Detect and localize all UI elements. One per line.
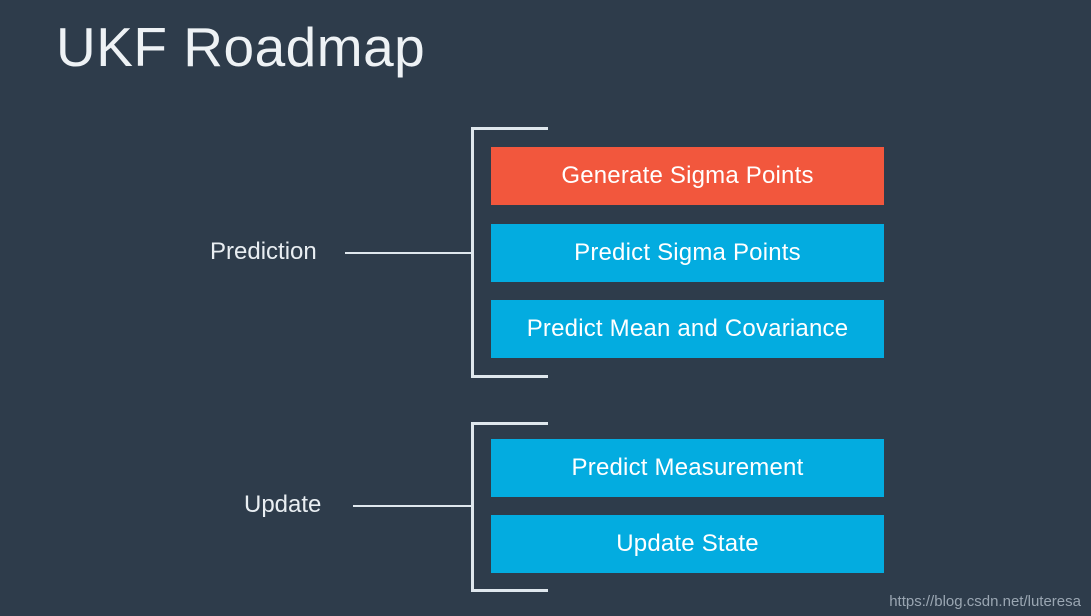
connector-line-prediction bbox=[345, 252, 474, 254]
connector-line-update bbox=[353, 505, 474, 507]
group-label-prediction: Prediction bbox=[210, 238, 317, 265]
step-box-predict-measurement[interactable]: Predict Measurement bbox=[491, 439, 884, 497]
group-label-update: Update bbox=[244, 491, 322, 518]
step-box-predict-sigma-points[interactable]: Predict Sigma Points bbox=[491, 224, 884, 282]
step-box-update-state[interactable]: Update State bbox=[491, 515, 884, 573]
step-box-generate-sigma-points[interactable]: Generate Sigma Points bbox=[491, 147, 884, 205]
bracket-arm-bottom bbox=[471, 375, 548, 378]
bracket-spine bbox=[471, 422, 474, 592]
watermark-url: https://blog.csdn.net/luteresa bbox=[889, 592, 1081, 610]
page-title: UKF Roadmap bbox=[56, 16, 426, 78]
bracket-arm-top bbox=[471, 422, 548, 425]
bracket-spine bbox=[471, 127, 474, 378]
bracket-arm-bottom bbox=[471, 589, 548, 592]
bracket-arm-top bbox=[471, 127, 548, 130]
step-box-predict-mean-and-covariance[interactable]: Predict Mean and Covariance bbox=[491, 300, 884, 358]
